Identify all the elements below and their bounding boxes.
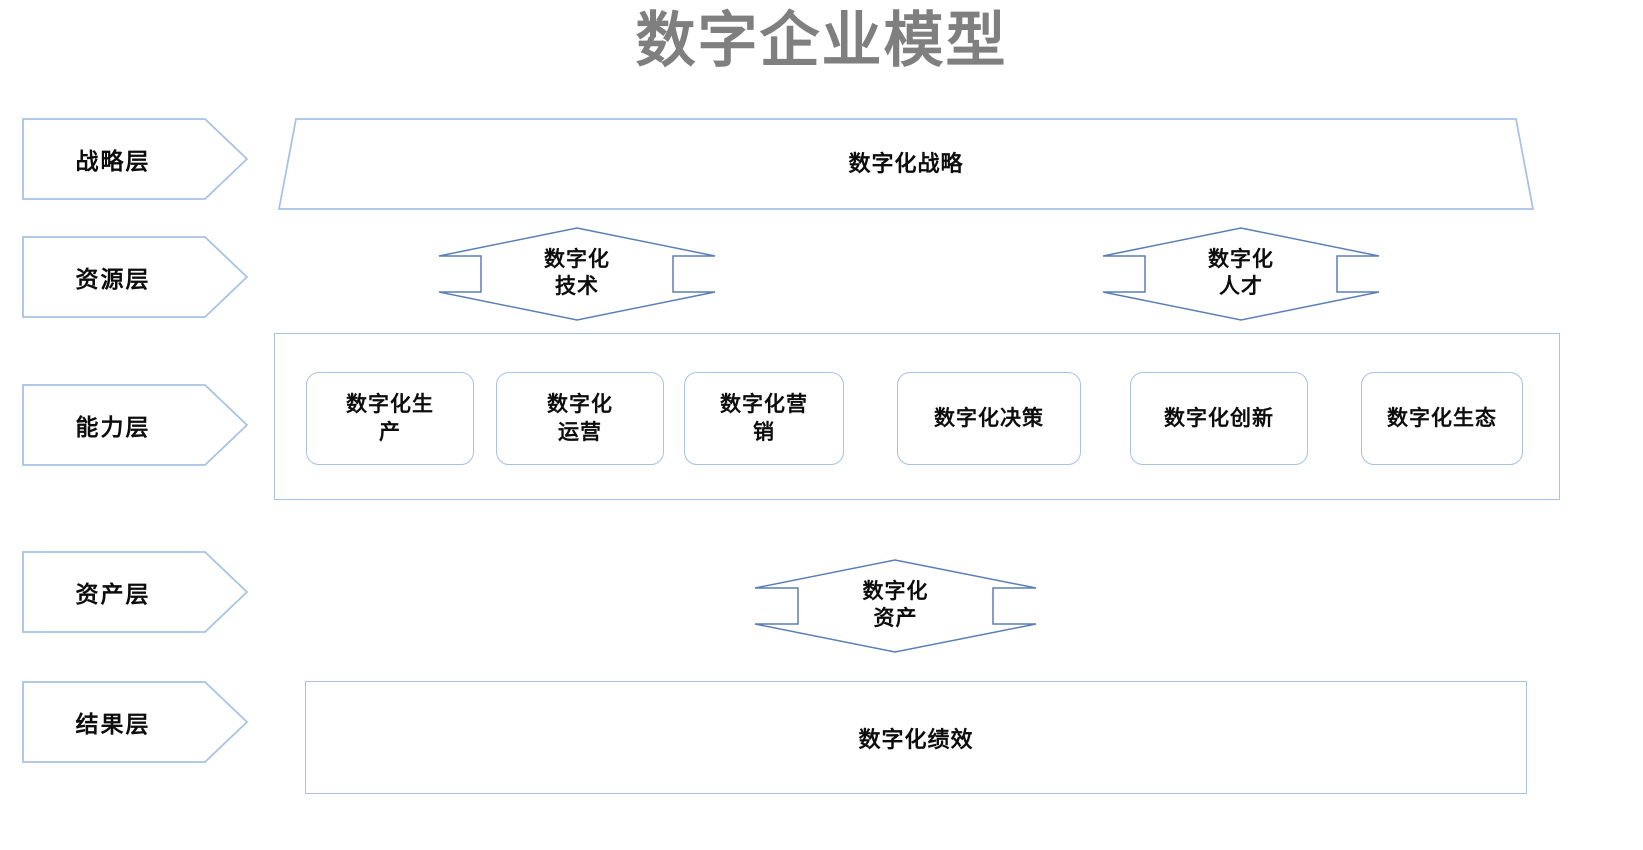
layer-label-resource[interactable]: 资源层 xyxy=(22,236,248,318)
result-banner[interactable]: 数字化绩效 xyxy=(305,681,1527,794)
asset-item-label: 数字化 资产 xyxy=(862,580,929,630)
strategy-banner[interactable]: 数字化战略 xyxy=(278,118,1534,210)
capability-item-ecology[interactable]: 数字化生态 xyxy=(1361,372,1523,465)
resource-item-talent[interactable]: 数字化 人才 xyxy=(1101,226,1381,322)
pentagon-arrow-icon xyxy=(22,236,248,318)
strategy-banner-label: 数字化战略 xyxy=(848,150,964,176)
capability-item-production[interactable]: 数字化生 产 xyxy=(306,372,474,465)
asset-item-digital-asset[interactable]: 数字化 资产 xyxy=(753,558,1038,654)
capability-item-marketing[interactable]: 数字化营 销 xyxy=(684,372,844,465)
pentagon-arrow-icon xyxy=(22,384,248,466)
layer-label-strategy[interactable]: 战略层 xyxy=(22,118,248,200)
double-arrow-shape-icon xyxy=(754,559,1037,653)
trapezoid-shape-icon xyxy=(278,118,1534,210)
capability-item-operation[interactable]: 数字化 运营 xyxy=(496,372,664,465)
layer-label-text: 资产层 xyxy=(75,581,151,607)
capability-item-innovation[interactable]: 数字化创新 xyxy=(1130,372,1308,465)
layer-label-text: 战略层 xyxy=(75,148,151,174)
pentagon-arrow-icon xyxy=(22,551,248,633)
capability-item-decision[interactable]: 数字化决策 xyxy=(897,372,1081,465)
resource-item-label: 数字化 人才 xyxy=(1208,248,1274,298)
resource-item-tech[interactable]: 数字化 技术 xyxy=(437,226,717,322)
page-title: 数字企业模型 xyxy=(635,7,1008,74)
pentagon-arrow-icon xyxy=(22,681,248,763)
double-arrow-shape-icon xyxy=(1102,227,1380,321)
layer-label-text: 资源层 xyxy=(75,266,151,292)
layer-label-text: 结果层 xyxy=(75,711,151,737)
layer-label-capability[interactable]: 能力层 xyxy=(22,384,248,466)
layer-label-asset[interactable]: 资产层 xyxy=(22,551,248,633)
layer-label-text: 能力层 xyxy=(75,414,151,440)
pentagon-arrow-icon xyxy=(22,118,248,200)
resource-item-label: 数字化 技术 xyxy=(544,248,610,298)
layer-label-result[interactable]: 结果层 xyxy=(22,681,248,763)
double-arrow-shape-icon xyxy=(438,227,716,321)
